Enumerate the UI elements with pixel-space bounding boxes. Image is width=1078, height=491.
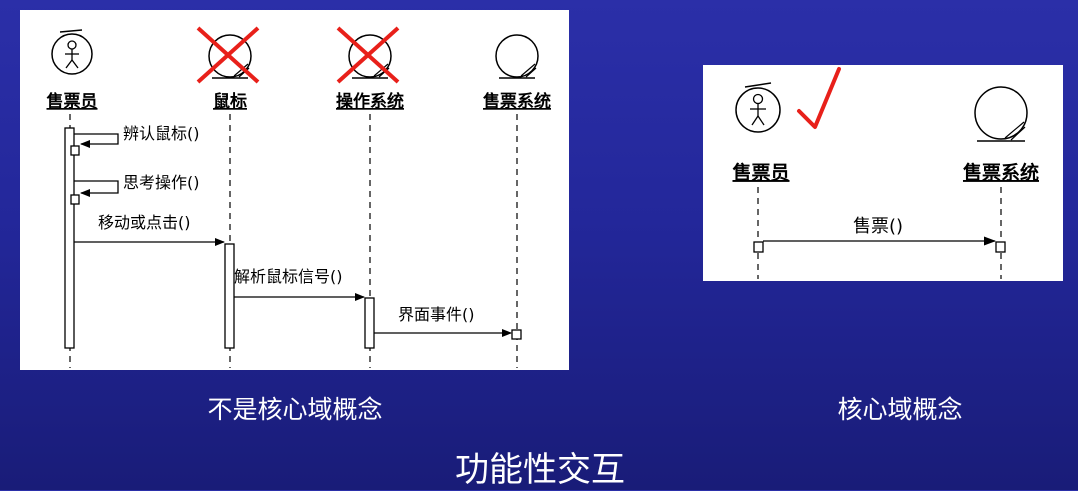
red-cross-icon (196, 26, 260, 84)
object-label-mouse: 鼠标 (213, 91, 247, 112)
message-label: 界面事件() (398, 305, 475, 324)
activation-bars (753, 241, 1006, 253)
object-label-cashier: 售票员 (731, 161, 789, 184)
right-sequence-diagram: 售票员 售票系统 售票() (703, 65, 1063, 281)
object-label-ticket-system: 售票系统 (962, 161, 1039, 184)
message-label: 移动或点击() (98, 213, 191, 232)
object-label-os: 操作系统 (336, 91, 404, 112)
caption-core-domain: 核心域概念 (837, 395, 963, 424)
actor-icon (51, 29, 93, 75)
message-label: 售票() (853, 216, 903, 237)
control-object-icon (974, 86, 1028, 142)
actor-icon (735, 82, 781, 133)
object-label-cashier: 售票员 (47, 91, 98, 112)
message-self-recognize: 辨认鼠标() (74, 124, 200, 148)
message-parse-signal: 解析鼠标信号() (234, 267, 365, 301)
left-sequence-diagram: 售票员 鼠标 操作系统 (20, 10, 569, 370)
control-object-icon (348, 34, 392, 79)
message-sell-ticket: 售票() (763, 216, 996, 246)
control-object-icon (208, 34, 252, 79)
message-label: 解析鼠标信号() (234, 267, 343, 286)
lifelines (757, 187, 1002, 279)
activation-bars (64, 127, 522, 349)
message-move-or-click: 移动或点击() (74, 213, 225, 246)
red-checkmark-icon (797, 67, 841, 129)
message-label: 辨认鼠标() (123, 124, 200, 143)
lifelines (69, 114, 518, 368)
message-ui-event: 界面事件() (374, 305, 512, 337)
message-label: 思考操作() (123, 173, 200, 192)
red-cross-icon (336, 26, 400, 84)
caption-not-core-domain: 不是核心域概念 (207, 395, 383, 424)
control-object-icon (495, 34, 539, 79)
slide-title: 功能性交互 (455, 450, 625, 490)
message-self-think: 思考操作() (74, 173, 200, 197)
object-label-ticket-system: 售票系统 (483, 91, 551, 112)
